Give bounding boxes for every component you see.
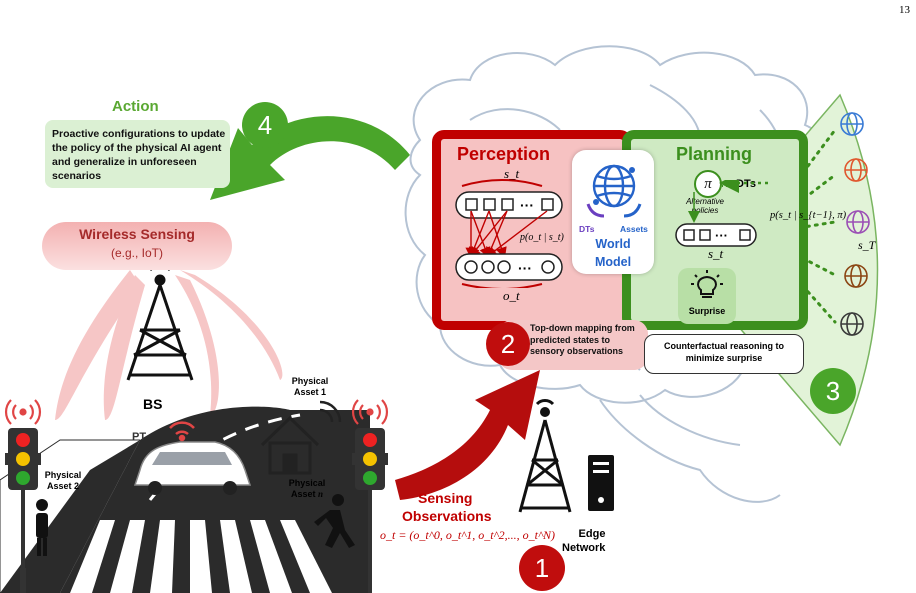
world-model-line2: Model (594, 255, 632, 269)
planning-transition: p(s_t | s_{t−1}, π) (770, 210, 847, 221)
edge-tower-icon (518, 399, 572, 513)
server-icon (588, 455, 614, 511)
surprise-label: Surprise (688, 306, 726, 316)
perception-title: Perception (457, 144, 551, 164)
asset-2-label: Physical Asset 2 (44, 470, 82, 491)
sensing-title-line2: Observations (402, 508, 492, 524)
lightbulb-icon (691, 270, 723, 298)
perception-graph: ··· ··· (455, 179, 563, 288)
edge-label-line2: Network (562, 542, 606, 554)
traffic-light-left-wifi-icon (4, 399, 42, 425)
step-3-text: Counterfactual reasoning to minimize sur… (663, 341, 784, 363)
action-title: Action (112, 98, 159, 115)
svg-text:···: ··· (520, 197, 534, 213)
bs-label: BS (143, 396, 163, 412)
svg-text:···: ··· (518, 260, 532, 276)
world-model-line1: World (595, 237, 631, 251)
state-vector (455, 191, 563, 219)
bs-beams (55, 270, 283, 420)
step-2-badge: 2 (486, 322, 530, 366)
alt-policies-line1: Alternative (686, 197, 724, 206)
sensing-formula: o_t = (o_t^0, o_t^1, o_t^2,..., o_t^N) (380, 528, 556, 542)
standing-person-icon (36, 499, 48, 556)
observation-vector (455, 253, 563, 281)
planning-state-label: s_t (708, 246, 724, 261)
asset-n-prefix: Physical Asset (288, 478, 326, 499)
car-icon (133, 441, 252, 495)
perception-state-label: s_t (504, 166, 520, 181)
sensing-arrow (395, 370, 540, 500)
world-model-assets: Assets (620, 224, 648, 234)
road-scene (0, 406, 370, 593)
future-globe-icons (840, 112, 870, 336)
pt-label: PT (132, 431, 147, 443)
world-model-dts: DTs (579, 224, 595, 234)
perception-likelihood: p(o_t | s_t) (520, 232, 564, 243)
walking-person-icon (314, 494, 355, 548)
step-1-badge: 1 (519, 545, 565, 591)
wireless-sensing-box (42, 222, 232, 270)
asset-n-index: n (318, 489, 324, 499)
wireless-title: Wireless Sensing (79, 226, 195, 242)
step-4-badge: 4 (242, 102, 288, 148)
step-3-badge: 3 (810, 368, 856, 414)
action-box (45, 120, 230, 188)
globe-network-icon (586, 164, 642, 218)
future-state-label: s_T (858, 238, 876, 252)
house-icon (260, 400, 342, 475)
planning-graph: ··· (675, 180, 768, 247)
asset-1-label: Physical Asset 1 (291, 376, 329, 397)
bs-tower-icon (126, 264, 194, 381)
planning-state-vector (675, 223, 757, 247)
world-model-box (572, 150, 654, 274)
alt-policies-line2: policies (691, 206, 719, 215)
asset-n-label: Physical Asset n (284, 478, 330, 500)
step-2-text: Top-down mapping from predicted states t… (530, 323, 635, 356)
step-3-box (644, 334, 804, 374)
perception-obs-label: o_t (503, 288, 520, 303)
policy-node: π (694, 170, 722, 198)
action-arrow (210, 116, 410, 200)
wireless-subtitle: (e.g., IoT) (110, 246, 163, 260)
sensing-title-line1: Sensing (418, 490, 473, 506)
traffic-light-right-icon (352, 428, 388, 593)
traffic-light-right-wifi-icon (351, 399, 389, 425)
traffic-light-left-icon (5, 428, 41, 593)
page-number: 13 (899, 4, 910, 16)
car-wifi-icon (169, 421, 195, 442)
action-description: Proactive configurations to update the p… (52, 128, 226, 182)
edge-label-line1: Edge (578, 528, 606, 540)
svg-text:···: ··· (715, 228, 728, 243)
planning-title: Planning (676, 144, 752, 164)
